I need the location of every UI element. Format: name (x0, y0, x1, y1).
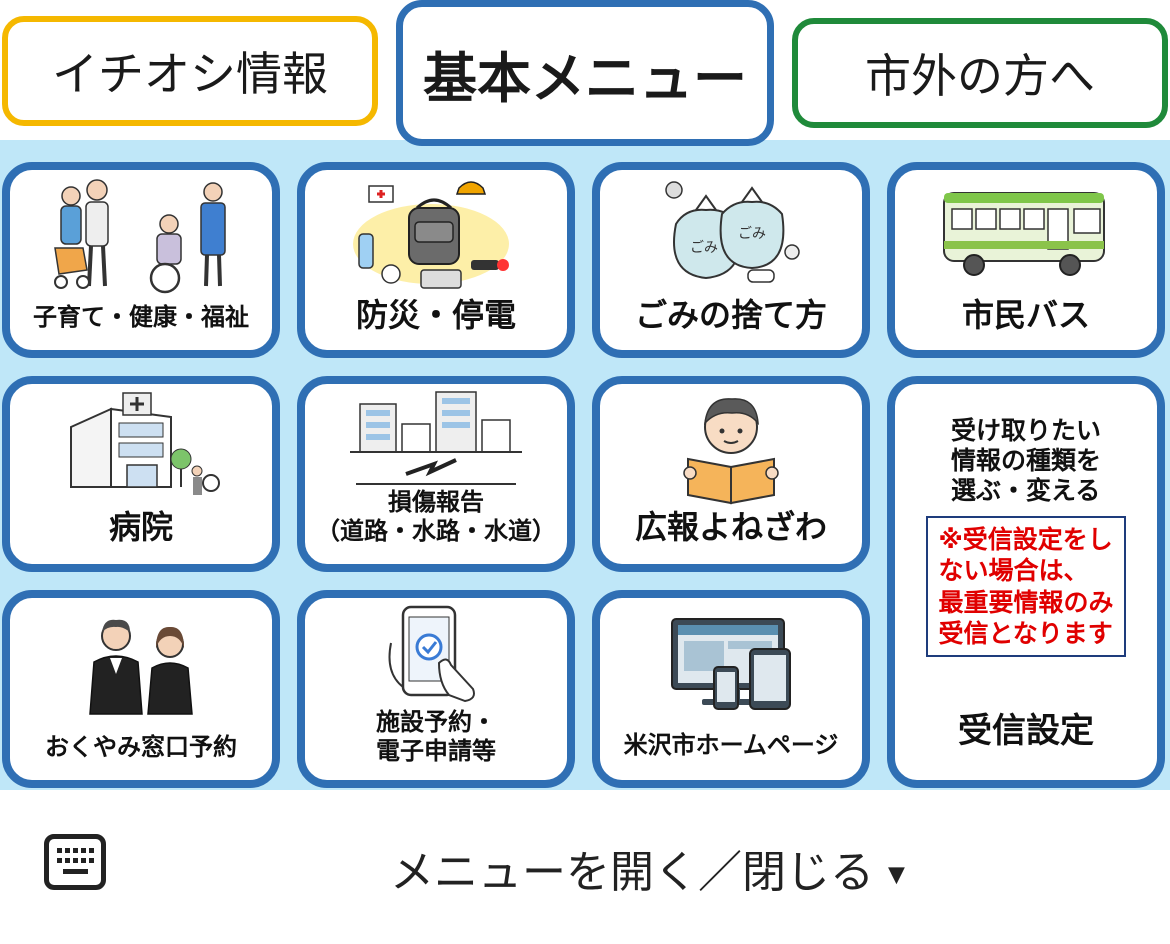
tab-osusume[interactable]: イチオシ情報 (2, 16, 378, 126)
devices-website-icon (600, 598, 862, 731)
menu-bousai-button[interactable]: 防災・停電 (297, 162, 575, 358)
bus-icon (895, 170, 1157, 296)
menu-gomi-label: ごみの捨て方 (634, 295, 827, 334)
menu-songai-subtitle: （道路・水路・水道） (316, 516, 556, 545)
menu-toggle-button[interactable]: メニューを開く／閉じる ▼ (390, 836, 905, 900)
menu-kosodate-button[interactable]: 子育て・健康・福祉 (2, 162, 280, 358)
menu-songai-title: 損傷報告 (388, 488, 484, 516)
menu-byouin-label: 病院 (108, 507, 173, 546)
menu-toggle-label: メニューを開く／閉じる (390, 847, 874, 898)
menu-shisetsu-label: 施設予約・ 電子申請等 (376, 708, 496, 766)
bag-label-1: ごみ (690, 240, 718, 256)
mourning-people-icon (10, 598, 272, 733)
menu-shisetsu-button[interactable]: 施設予約・ 電子申請等 (297, 590, 575, 788)
menu-bus-label: 市民バス (961, 295, 1090, 334)
menu-okuyami-label: おくやみ窓口予約 (45, 733, 237, 762)
tab-kihon-menu[interactable]: 基本メニュー (396, 0, 774, 146)
menu-byouin-button[interactable]: 病院 (2, 376, 280, 572)
menu-kouhou-button[interactable]: 広報よねざわ (592, 376, 870, 572)
bag-label-2: ごみ (738, 226, 766, 242)
hospital-icon (10, 384, 272, 508)
caret-down-icon: ▼ (888, 862, 905, 888)
city-damage-icon (305, 384, 567, 488)
reading-person-icon (600, 384, 862, 508)
menu-homepage-label: 米沢市ホームページ (623, 731, 839, 760)
tab-osusume-label: イチオシ情報 (52, 47, 328, 101)
menu-kouhou-label: 広報よねざわ (634, 507, 827, 546)
menu-panel: 子育て・健康・福祉 防災・停電 (0, 140, 1170, 790)
menu-songai-button[interactable]: 損傷報告 （道路・水路・水道） (297, 376, 575, 572)
smartphone-check-icon (305, 598, 567, 708)
menu-bus-button[interactable]: 市民バス (887, 162, 1165, 358)
jushin-intro-text: 受け取りたい 情報の種類を 選ぶ・変える (950, 416, 1101, 505)
family-care-icon (10, 170, 272, 303)
tab-shigai-label: 市外の方へ (865, 49, 1095, 103)
keyboard-icon[interactable] (44, 834, 106, 890)
jushin-notice: ※受信設定をし ない場合は、 最重要情報のみ 受信となります (926, 516, 1126, 657)
menu-homepage-button[interactable]: 米沢市ホームページ (592, 590, 870, 788)
menu-jushin-label: 受信設定 (958, 711, 1094, 752)
tab-shigai[interactable]: 市外の方へ (792, 18, 1168, 128)
menu-jushin-button[interactable]: 受け取りたい 情報の種類を 選ぶ・変える ※受信設定をし ない場合は、 最重要情… (887, 376, 1165, 788)
garbage-bag-icon: ごみ ごみ (600, 170, 862, 296)
menu-bousai-label: 防災・停電 (355, 295, 516, 334)
tab-kihon-label: 基本メニュー (423, 46, 747, 110)
menu-okuyami-button[interactable]: おくやみ窓口予約 (2, 590, 280, 788)
menu-kosodate-label: 子育て・健康・福祉 (33, 303, 249, 332)
emergency-kit-icon (305, 170, 567, 296)
menu-gomi-button[interactable]: ごみ ごみ ごみの捨て方 (592, 162, 870, 358)
